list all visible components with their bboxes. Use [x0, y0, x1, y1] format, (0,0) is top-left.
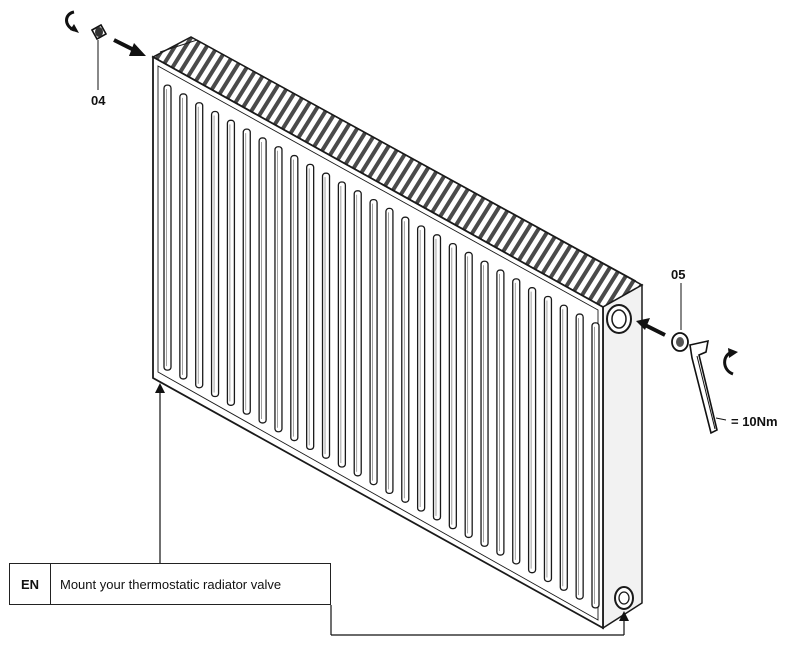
radiator-channel	[306, 163, 315, 451]
radiator-channel	[527, 287, 537, 574]
radiator-channel	[512, 278, 521, 565]
radiator-channel	[385, 207, 394, 495]
torque-label: = 10Nm	[731, 414, 778, 429]
radiator-channel	[242, 128, 251, 415]
up-arrow-icon-right	[619, 611, 629, 621]
radiator-channel	[575, 313, 584, 600]
radiator-channel	[274, 146, 283, 433]
radiator-side	[602, 283, 643, 630]
valve-port-bottom	[614, 586, 634, 610]
radiator-channel	[290, 154, 299, 442]
radiator-channel	[432, 234, 442, 521]
rotate-arrow-icon-right	[723, 348, 738, 376]
radiator-channel	[496, 269, 505, 556]
radiator-channel	[401, 216, 410, 503]
radiator-channel	[210, 110, 220, 398]
label-05: 05	[671, 267, 686, 282]
radiator-channel	[321, 172, 331, 459]
radiator-channel	[353, 190, 362, 477]
radiator-channel	[448, 242, 457, 530]
radiator-channel	[195, 102, 204, 389]
radiator-channel	[337, 181, 347, 468]
radiator-channels	[163, 84, 600, 609]
instruction-box: EN Mount your thermostatic radiator valv…	[9, 563, 331, 605]
radiator-channel	[543, 295, 553, 583]
rotate-arrow-icon-left	[65, 10, 79, 33]
radiator-channel	[179, 93, 188, 380]
radiator-channel	[369, 198, 378, 486]
label-04: 04	[91, 93, 106, 108]
radiator-channel	[163, 84, 172, 371]
radiator-channel	[464, 251, 473, 539]
radiator-channel	[559, 304, 568, 591]
radiator-channel	[591, 322, 600, 609]
cap-05-icon	[671, 332, 689, 352]
push-arrow-icon-right	[636, 318, 666, 337]
cap-04-icon	[90, 23, 108, 41]
push-arrow-icon-left	[113, 38, 146, 56]
radiator-channel	[416, 225, 426, 512]
radiator-channel	[480, 260, 489, 547]
up-arrow-icon-left	[155, 383, 165, 393]
language-code: EN	[10, 564, 51, 604]
valve-port-top	[606, 304, 632, 334]
radiator-channel	[258, 137, 267, 424]
instruction-text: Mount your thermostatic radiator valve	[60, 576, 282, 592]
radiator-channel	[226, 119, 236, 406]
wrench-icon	[689, 339, 718, 435]
